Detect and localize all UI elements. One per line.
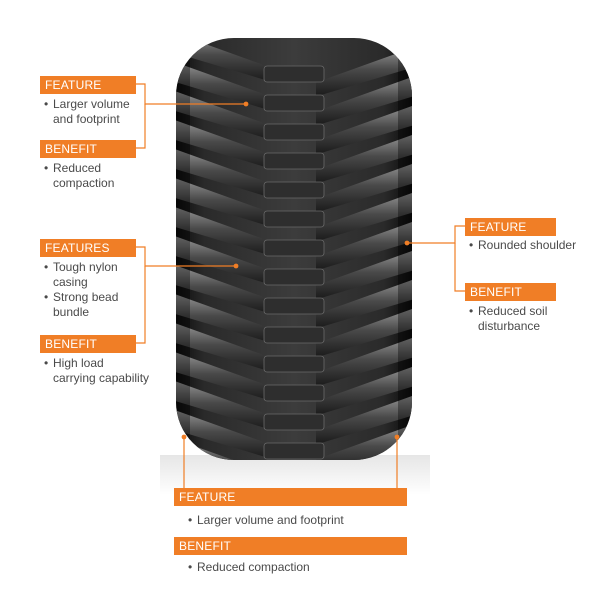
- tire-shoulder-shade: [398, 38, 412, 460]
- benefit-line: carrying capability: [53, 371, 150, 385]
- tread-center-block: [263, 297, 325, 315]
- leader-dots: [181, 101, 410, 440]
- feature-text: • Larger volume and footprint: [188, 513, 403, 528]
- leader-top-left-feature: [135, 83, 246, 105]
- tread-center-block: [263, 239, 325, 257]
- tread-lug-right: [316, 336, 412, 387]
- feature-item: • Strong bead bundle: [44, 290, 144, 320]
- tread-lug-left: [176, 148, 272, 198]
- feature-text: • Larger volume and footprint: [44, 97, 144, 127]
- feature-tag: FEATURE: [174, 488, 407, 506]
- features-tag: FEATURES: [40, 239, 136, 257]
- benefit-line: compaction: [53, 176, 115, 190]
- tread-center-block: [263, 355, 325, 373]
- tread-lug-right: [316, 249, 412, 300]
- tread-lug-left: [176, 119, 272, 169]
- tread-lug-left: [176, 409, 272, 459]
- tread-lug-left: [176, 235, 272, 285]
- leader-lines: [135, 83, 465, 496]
- feature-line: casing: [53, 275, 88, 289]
- benefit-line: disturbance: [478, 319, 541, 333]
- tread-center-block: [263, 442, 325, 460]
- feature-tag: FEATURE: [465, 218, 556, 236]
- tire-shoulder-shade: [176, 38, 190, 460]
- tread-lug-left: [176, 293, 272, 343]
- bullet-icon: •: [44, 161, 49, 175]
- leader-right-feature: [407, 225, 465, 244]
- bullet-icon: •: [44, 260, 49, 274]
- tread-lug-right: [316, 394, 412, 445]
- tread-lug-left: [176, 61, 272, 111]
- tread-lug-left: [176, 90, 272, 140]
- feature-line: Strong bead: [53, 290, 119, 304]
- bullet-icon: •: [469, 304, 474, 318]
- dot-mid-left: [233, 263, 239, 269]
- tread-center-block: [263, 152, 325, 170]
- tread-center-block: [263, 384, 325, 402]
- benefit-text: • Reduced compaction: [188, 560, 403, 575]
- tread-lug-right: [316, 46, 412, 97]
- tread-center-block: [263, 413, 325, 431]
- benefit-text: • High load carrying capability: [44, 356, 164, 386]
- benefit-tag: BENEFIT: [174, 537, 407, 555]
- benefit-line: Reduced: [53, 161, 102, 175]
- tread-center-block: [263, 268, 325, 286]
- leader-top-left-benefit: [135, 104, 146, 149]
- leader-right-benefit: [454, 243, 465, 292]
- feature-line: Larger volume and footprint: [197, 513, 344, 527]
- tread-lug-right: [316, 162, 412, 213]
- benefit-tag: BENEFIT: [40, 140, 136, 158]
- bullet-icon: •: [469, 238, 474, 252]
- leader-mid-left-feature: [135, 246, 236, 267]
- tread-lug-right: [316, 75, 412, 126]
- feature-text: • Rounded shoulder: [469, 238, 594, 253]
- feature-line: Rounded shoulder: [478, 238, 577, 252]
- dot-top-left: [243, 101, 249, 107]
- tread-lug-right: [316, 191, 412, 242]
- tread-center-block: [263, 210, 325, 228]
- tread-lug-right: [316, 278, 412, 329]
- benefit-text: • Reduced soil disturbance: [469, 304, 594, 334]
- benefit-line: Reduced compaction: [197, 560, 310, 574]
- benefit-text: • Reduced compaction: [44, 161, 144, 191]
- feature-line: and footprint: [53, 112, 120, 126]
- benefit-tag: BENEFIT: [40, 335, 136, 353]
- bullet-icon: •: [188, 560, 193, 574]
- tread-lug-left: [176, 206, 272, 256]
- benefit-line: Reduced soil: [478, 304, 548, 318]
- tread-center-block: [263, 94, 325, 112]
- feature-line: Larger volume: [53, 97, 130, 111]
- dot-bottom-right: [394, 434, 400, 440]
- bullet-icon: •: [44, 356, 49, 370]
- dot-right: [404, 240, 410, 246]
- tread-lug-right: [316, 307, 412, 358]
- tread-lug-right: [316, 220, 412, 271]
- tread-lug-left: [176, 177, 272, 227]
- tread-center-block: [263, 123, 325, 141]
- tread-center-block: [263, 65, 325, 83]
- benefit-line: High load: [53, 356, 104, 370]
- tread-lug-right: [316, 133, 412, 184]
- bullet-icon: •: [188, 513, 193, 527]
- tread-center-block: [263, 326, 325, 344]
- tread-lug-left: [176, 322, 272, 372]
- tread-lug-right: [316, 423, 412, 460]
- bullet-icon: •: [44, 97, 49, 111]
- benefit-tag: BENEFIT: [465, 283, 556, 301]
- tread-lug-left: [176, 380, 272, 430]
- feature-tag: FEATURE: [40, 76, 136, 94]
- tread-center-block: [263, 181, 325, 199]
- tread-lug-right: [316, 104, 412, 155]
- leader-mid-left-benefit: [135, 266, 146, 344]
- feature-line: bundle: [53, 305, 90, 319]
- bullet-icon: •: [44, 290, 49, 304]
- feature-item: • Tough nylon casing: [44, 260, 144, 290]
- tread-lug-left: [176, 351, 272, 401]
- tread-lug-left: [176, 264, 272, 314]
- dot-bottom-left: [181, 434, 187, 440]
- tread-lug-right: [316, 365, 412, 416]
- feature-line: Tough nylon: [53, 260, 118, 274]
